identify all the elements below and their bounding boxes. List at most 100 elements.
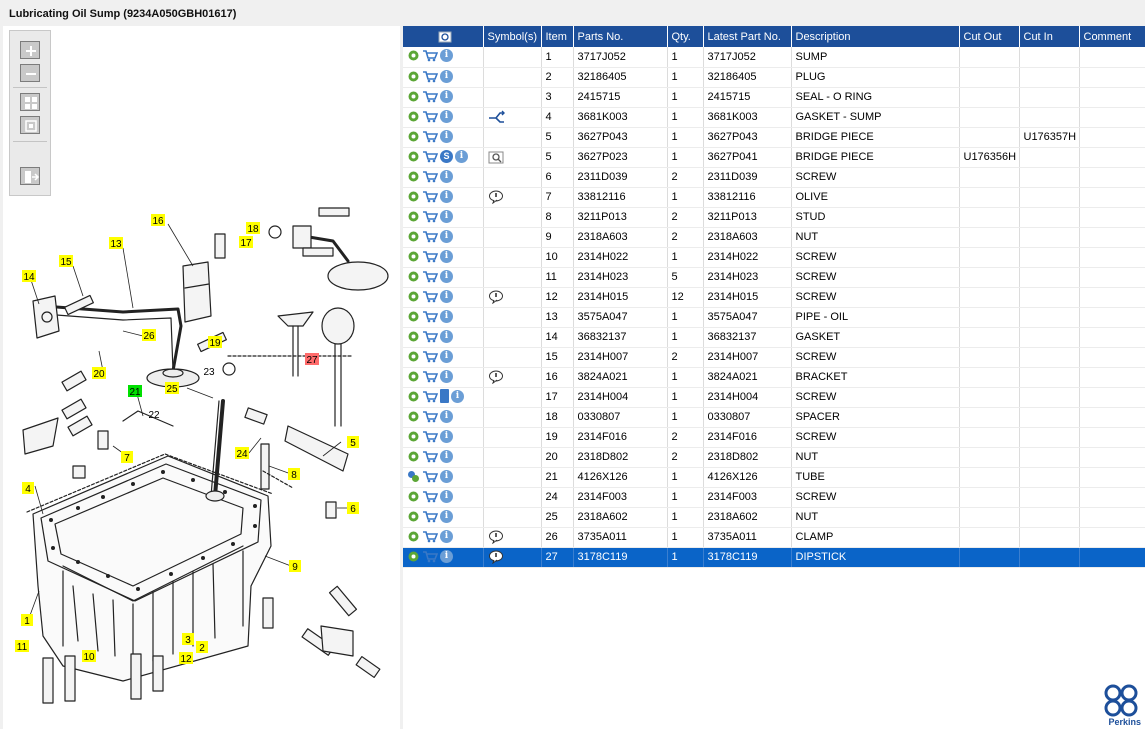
callout-26[interactable]: 26 bbox=[142, 329, 156, 342]
info-icon[interactable]: i bbox=[440, 509, 453, 523]
cart-icon[interactable] bbox=[422, 490, 438, 503]
info-icon[interactable]: i bbox=[440, 529, 453, 543]
gear-icon[interactable] bbox=[407, 270, 420, 283]
gear-icon[interactable] bbox=[407, 190, 420, 203]
info-icon[interactable]: i bbox=[455, 149, 468, 163]
callout-9[interactable]: 9 bbox=[289, 560, 301, 573]
column-header-cut-out[interactable]: Cut Out bbox=[959, 26, 1020, 47]
cart-icon[interactable] bbox=[422, 310, 438, 323]
cart-icon[interactable] bbox=[422, 230, 438, 243]
gear-icon[interactable] bbox=[407, 510, 420, 523]
gear-icon[interactable] bbox=[407, 410, 420, 423]
info-icon[interactable]: i bbox=[440, 169, 453, 183]
info-icon[interactable]: i bbox=[440, 309, 453, 323]
gear-icon[interactable] bbox=[407, 110, 420, 123]
column-header-symbols[interactable]: Symbol(s) bbox=[483, 26, 542, 47]
info-icon[interactable]: i bbox=[440, 369, 453, 383]
gear-icon[interactable] bbox=[407, 210, 420, 223]
gear-icon[interactable] bbox=[407, 490, 420, 503]
callout-25[interactable]: 25 bbox=[165, 382, 179, 395]
callout-3[interactable]: 3 bbox=[182, 633, 194, 646]
callout-17[interactable]: 17 bbox=[239, 236, 253, 249]
callout-1[interactable]: 1 bbox=[21, 614, 33, 627]
gear-icon[interactable] bbox=[407, 310, 420, 323]
panel-splitter[interactable] bbox=[400, 26, 403, 729]
column-header-description[interactable]: Description bbox=[791, 26, 960, 47]
info-icon[interactable]: i bbox=[440, 449, 453, 463]
gear-icon[interactable] bbox=[407, 230, 420, 243]
note-bubble-icon[interactable] bbox=[488, 530, 504, 544]
callout-24[interactable]: 24 bbox=[235, 447, 249, 460]
callout-8[interactable]: 8 bbox=[288, 468, 300, 481]
cart-icon[interactable] bbox=[422, 550, 438, 563]
cart-icon[interactable] bbox=[422, 150, 438, 163]
gear-icon[interactable] bbox=[407, 370, 420, 383]
callout-27[interactable]: 27 bbox=[305, 353, 319, 366]
callout-7[interactable]: 7 bbox=[121, 451, 133, 464]
info-icon[interactable]: i bbox=[440, 89, 453, 103]
gear-icon[interactable] bbox=[407, 430, 420, 443]
note-bubble-icon[interactable] bbox=[488, 550, 504, 564]
gear-icon[interactable] bbox=[407, 350, 420, 363]
callout-19[interactable]: 19 bbox=[208, 336, 222, 349]
cart-icon[interactable] bbox=[422, 90, 438, 103]
callout-20[interactable]: 20 bbox=[92, 367, 106, 380]
cart-icon[interactable] bbox=[422, 250, 438, 263]
column-header-actions[interactable] bbox=[403, 26, 484, 47]
fit-page-button[interactable] bbox=[20, 116, 40, 134]
info-icon[interactable]: i bbox=[440, 249, 453, 263]
cart-icon[interactable] bbox=[422, 510, 438, 523]
cart-icon[interactable] bbox=[422, 49, 438, 62]
cart-icon[interactable] bbox=[422, 210, 438, 223]
cart-icon[interactable] bbox=[422, 390, 438, 403]
callout-4[interactable]: 4 bbox=[22, 482, 34, 495]
callout-16[interactable]: 16 bbox=[151, 214, 165, 227]
catalogue-search-icon[interactable] bbox=[488, 150, 506, 164]
exploded-diagram-panel[interactable]: 16 13 18 17 14 15 26 19 20 25 23 22 5 24… bbox=[3, 26, 400, 729]
callout-18[interactable]: 18 bbox=[246, 222, 260, 235]
info-icon[interactable]: i bbox=[440, 409, 453, 423]
cart-icon[interactable] bbox=[422, 290, 438, 303]
callout-6[interactable]: 6 bbox=[347, 502, 359, 515]
column-header-qty[interactable]: Qty. bbox=[667, 26, 704, 47]
gear-icon[interactable] bbox=[407, 49, 420, 62]
column-header-latest-part-no[interactable]: Latest Part No. bbox=[703, 26, 792, 47]
gear-icon[interactable] bbox=[407, 70, 420, 83]
fit-all-button[interactable] bbox=[20, 93, 40, 111]
column-header-parts-no[interactable]: Parts No. bbox=[573, 26, 668, 47]
exploded-diagram[interactable]: 16 13 18 17 14 15 26 19 20 25 23 22 5 24… bbox=[3, 26, 400, 729]
info-icon[interactable]: i bbox=[440, 429, 453, 443]
info-icon[interactable]: i bbox=[440, 229, 453, 243]
export-button[interactable] bbox=[20, 167, 40, 185]
cart-icon[interactable] bbox=[422, 270, 438, 283]
zoom-out-button[interactable] bbox=[20, 64, 40, 82]
cart-icon[interactable] bbox=[422, 130, 438, 143]
gear-icon[interactable] bbox=[407, 250, 420, 263]
cart-icon[interactable] bbox=[422, 530, 438, 543]
info-icon[interactable]: i bbox=[440, 209, 453, 223]
column-header-cut-in[interactable]: Cut In bbox=[1019, 26, 1080, 47]
tag-icon[interactable] bbox=[440, 389, 449, 403]
gear-icon[interactable] bbox=[407, 130, 420, 143]
callout-23[interactable]: 23 bbox=[203, 367, 215, 378]
callout-5[interactable]: 5 bbox=[347, 436, 359, 449]
column-header-comment[interactable]: Comment bbox=[1079, 26, 1145, 47]
callout-12[interactable]: 12 bbox=[179, 652, 193, 665]
info-icon[interactable]: i bbox=[440, 289, 453, 303]
gear-icon[interactable] bbox=[407, 170, 420, 183]
